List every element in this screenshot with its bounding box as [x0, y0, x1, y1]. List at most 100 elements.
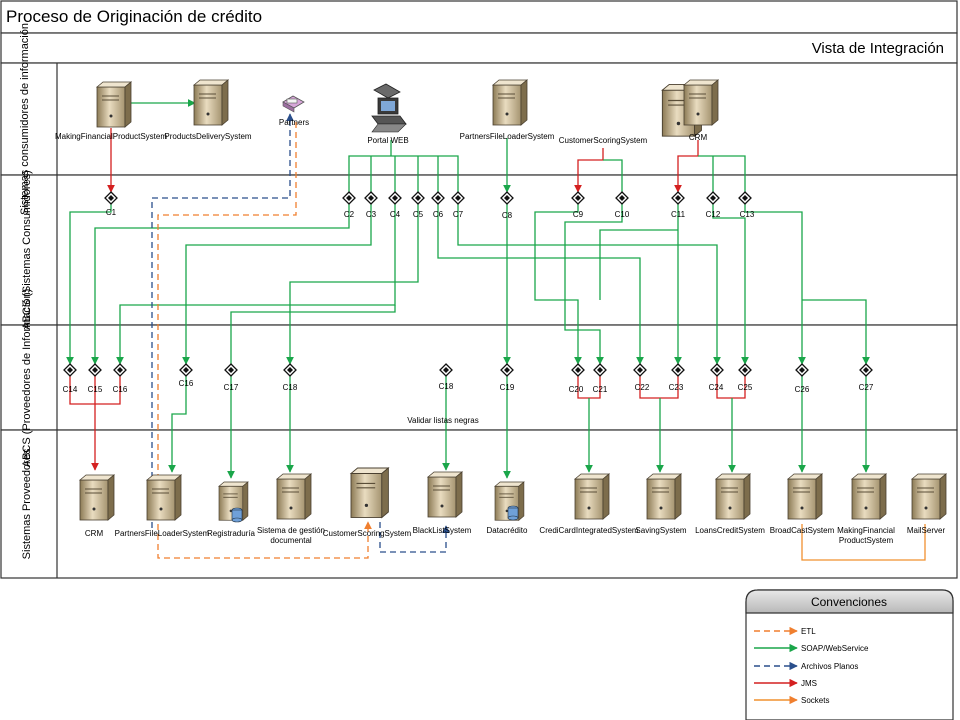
svg-text:C26: C26 [795, 385, 810, 394]
svg-text:C13: C13 [740, 210, 755, 219]
connector-c3: C3 [364, 191, 378, 219]
connector-c4: C4 [388, 191, 402, 219]
consumer-making-label: MakingFinancialProductSystem [55, 132, 167, 141]
legend-item-sockets: Sockets [754, 695, 829, 705]
connector-c13: C13 [738, 191, 755, 219]
svg-text:C21: C21 [593, 385, 608, 394]
provider-datacredito-label: Datacrédito [487, 526, 528, 535]
svg-text:C6: C6 [433, 210, 444, 219]
consumer-delivery-label: ProductsDeliverySystem [164, 132, 251, 141]
server-icon [276, 473, 312, 520]
server-icon [146, 474, 182, 521]
connector-c15: C15 [88, 363, 103, 394]
lane-label-abcs-providers: ABCS (Proveedores de Información) [21, 289, 33, 468]
connector-c21: C21 [593, 363, 608, 394]
legend-title: Convenciones [811, 595, 887, 609]
provider-registraduria-label: Registraduría [207, 529, 256, 538]
svg-text:C16: C16 [113, 385, 128, 394]
connector-c25: C25 [738, 363, 753, 392]
connector-c8: C8 [500, 191, 514, 220]
provider-broadcast-label: BroadCastSystem [770, 526, 835, 535]
server-icon [492, 79, 528, 126]
svg-text:C24: C24 [709, 383, 724, 392]
swimlanes [0, 62, 958, 579]
legend: Convenciones ETL SOAP/WebService Archivo… [745, 589, 954, 720]
svg-text:C2: C2 [344, 210, 355, 219]
server-icon [787, 473, 823, 520]
consumer-scoring-label: CustomerScoringSystem [559, 136, 648, 145]
server-icon [79, 474, 115, 521]
connector-c24: C24 [709, 363, 724, 392]
partners-icon [282, 95, 305, 113]
connector-c11: C11 [671, 191, 686, 219]
svg-text:C18: C18 [439, 382, 454, 391]
svg-text:C25: C25 [738, 383, 753, 392]
connector-c7: C7 [451, 191, 465, 219]
connector-c23: C23 [669, 363, 685, 392]
database-server-icon [218, 481, 249, 523]
connector-c16-right: C16 [179, 363, 194, 388]
svg-text:C15: C15 [88, 385, 103, 394]
provider-making-label-2: ProductSystem [839, 536, 894, 545]
computer-icon [371, 83, 407, 133]
consumer-crm-label: CRM [689, 133, 708, 142]
connector-c1: C1 [104, 191, 118, 217]
svg-text:C11: C11 [671, 210, 686, 219]
consumer-portal-label: Portal WEB [367, 136, 408, 145]
page-title: Proceso de Originación de crédito [6, 7, 262, 26]
consumer-pfl-label: PartnersFileLoaderSystem [460, 132, 555, 141]
svg-text:C27: C27 [859, 383, 874, 392]
svg-text:Sockets: Sockets [801, 696, 829, 705]
connector-c17: C17 [224, 363, 239, 392]
provider-scoring-label: CustomerScoringSystem [323, 529, 412, 538]
provider-mail-label: MailServer [907, 526, 946, 535]
connector-c22: C22 [633, 363, 650, 392]
consumer-partners-label: Partners [279, 118, 309, 127]
svg-text:JMS: JMS [801, 679, 817, 688]
svg-text:C14: C14 [63, 385, 78, 394]
connector-c12: C12 [706, 191, 721, 219]
connector-c10: C10 [615, 191, 630, 219]
svg-text:C8: C8 [502, 211, 513, 220]
svg-text:Archivos Planos: Archivos Planos [801, 662, 858, 671]
server-icon [96, 81, 132, 128]
provider-loans-label: LoansCreditSystem [695, 526, 765, 535]
connector-c2: C2 [342, 191, 356, 219]
svg-text:C16: C16 [179, 379, 194, 388]
connector-c9: C9 [571, 191, 585, 219]
consumer-systems: MakingFinancialProductSystem ProductsDel… [55, 79, 719, 145]
connector-c18: C18 [283, 363, 298, 392]
connector-c14: C14 [63, 363, 78, 394]
server-icon [427, 471, 463, 518]
svg-text:C9: C9 [573, 210, 584, 219]
svg-text:ETL: ETL [801, 627, 816, 636]
server-icon [646, 473, 682, 520]
provider-blacklist-label: BlackListSystem [413, 526, 472, 535]
server-icon [683, 79, 719, 126]
svg-text:C23: C23 [669, 383, 684, 392]
provider-systems: CRM PartnersFileLoaderSystem Registradur… [79, 467, 947, 545]
connection-lines [66, 99, 926, 561]
lane-label-providers: Sistemas Proveedores [21, 448, 33, 559]
svg-text:C12: C12 [706, 210, 721, 219]
legend-item-jms: JMS [754, 678, 817, 688]
server-icon [574, 473, 610, 520]
connectors: C1 C2 C3 C4 C5 C6 C7 C8 C9 C10 C11 C12 C… [63, 191, 874, 394]
svg-text:C22: C22 [635, 383, 650, 392]
connector-c27: C27 [859, 363, 874, 392]
legend-item-soap: SOAP/WebService [754, 643, 869, 653]
legend-item-etl: ETL [754, 626, 816, 636]
provider-making-label-1: MakingFinancial [837, 526, 895, 535]
svg-text:C7: C7 [453, 210, 464, 219]
svg-text:C20: C20 [569, 385, 584, 394]
page-subtitle: Vista de Integración [812, 40, 944, 57]
provider-saving-label: SavingSystem [635, 526, 686, 535]
title-frame [0, 0, 958, 34]
svg-text:C18: C18 [283, 383, 298, 392]
svg-text:C10: C10 [615, 210, 630, 219]
connector-c6: C6 [431, 191, 445, 219]
connector-c16-left: C16 [113, 363, 128, 394]
server-icon [715, 473, 751, 520]
svg-text:C17: C17 [224, 383, 239, 392]
